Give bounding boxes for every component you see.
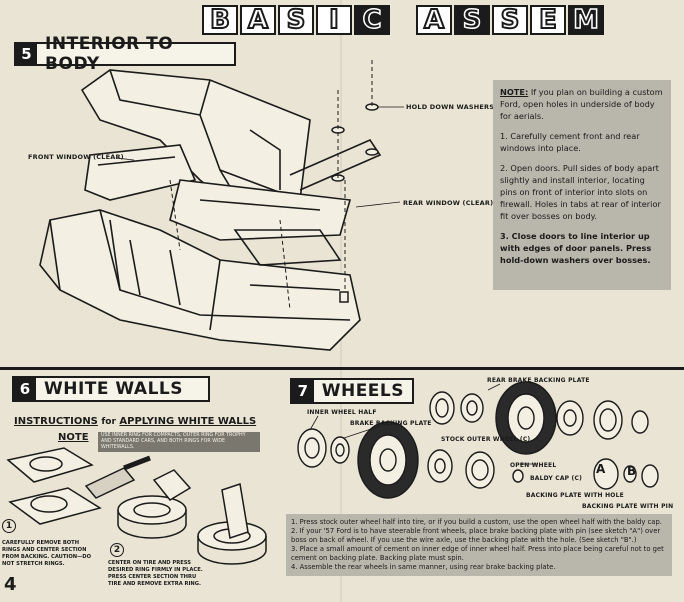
header-letter: B [202, 4, 238, 36]
wheels-step: 2. If your '57 Ford is to have steerable… [291, 527, 661, 544]
sketch-a-label: A [596, 462, 606, 476]
label-rear-brake-plate: REAR BRAKE BACKING PLATE [487, 377, 590, 384]
header-title: B A S I C A S S E M [202, 4, 604, 37]
header-letter: S [492, 4, 528, 36]
interior-instructions-box: NOTE: If you plan on building a custom F… [493, 80, 671, 290]
header-letter: I [316, 4, 352, 36]
section-number: 7 [292, 380, 314, 402]
label-backing-plate-pin: BACKING PLATE WITH PIN [582, 503, 674, 510]
header-letter: C [354, 4, 390, 36]
white-walls-step-2: CENTER ON TIRE AND PRESS DESIRED RING FI… [108, 560, 203, 587]
header-letter: A [240, 4, 276, 36]
label-stock-outer-wheel: STOCK OUTER WHEEL (C) [441, 436, 531, 443]
wheels-instructions-box: 1. Press stock outer wheel half into tir… [286, 514, 672, 576]
header-letter: M [568, 4, 604, 36]
section-number: 6 [14, 378, 36, 400]
note-paragraph: NOTE: If you plan on building a custom F… [500, 86, 664, 122]
white-walls-instructions-title: INSTRUCTIONS for APPLYING WHITE WALLS [14, 416, 257, 427]
white-walls-illustration [6, 447, 267, 565]
wheels-step: 3. Place a small amount of cement on inn… [291, 545, 664, 562]
wheels-step: 1. Press stock outer wheel half into tir… [291, 518, 662, 526]
label-brake-backing-plate: BRAKE BACKING PLATE [350, 420, 432, 427]
label-backing-plate-hole: BACKING PLATE WITH HOLE [526, 492, 624, 499]
sketch-b-label: B [627, 464, 637, 478]
white-walls-step-1: CAREFULLY REMOVE BOTH RINGS AND CENTER S… [2, 540, 92, 567]
label-rear-window: REAR WINDOW (CLEAR) [403, 199, 494, 207]
interior-step: 3. Close doors to line interior up with … [500, 231, 652, 265]
header-letter: S [278, 4, 314, 36]
page-number: 4 [4, 574, 17, 595]
section-wheels-header: 7 WHEELS [290, 378, 414, 404]
label-front-window: FRONT WINDOW (CLEAR) [28, 153, 124, 161]
section-title: WHEELS [321, 381, 404, 401]
note-text: If you plan on building a custom Ford, o… [500, 87, 663, 121]
wheels-step: 4. Assemble the rear wheels in same mann… [291, 563, 556, 571]
header-letter: E [530, 4, 566, 36]
section-white-walls-header: 6 WHITE WALLS [12, 376, 210, 402]
white-walls-note-text: USE INNER RING FOR COMPACTS, OUTER RING … [98, 432, 260, 452]
white-walls-note-label: NOTE [58, 432, 89, 443]
step-number-2: 2 [110, 543, 124, 557]
label-hold-down-washers: HOLD DOWN WASHERS [406, 103, 495, 111]
header-letter: A [416, 4, 452, 36]
interior-illustration [39, 60, 404, 351]
section-title: WHITE WALLS [44, 379, 183, 399]
interior-step: 2. Open doors. Pull sides of body apart … [500, 163, 661, 221]
interior-step: 1. Carefully cement front and rear windo… [500, 131, 640, 153]
step-number-1: 1 [2, 519, 16, 533]
wheels-illustration [297, 381, 659, 499]
section-number: 5 [16, 44, 38, 64]
label-baldy-cap: BALDY CAP (C) [530, 475, 583, 482]
label-open-wheel: OPEN WHEEL [510, 462, 557, 469]
header-letter: S [454, 4, 490, 36]
label-inner-wheel-half: INNER WHEEL HALF [307, 409, 377, 416]
note-prefix: NOTE: [500, 87, 529, 97]
section-divider [0, 367, 684, 370]
